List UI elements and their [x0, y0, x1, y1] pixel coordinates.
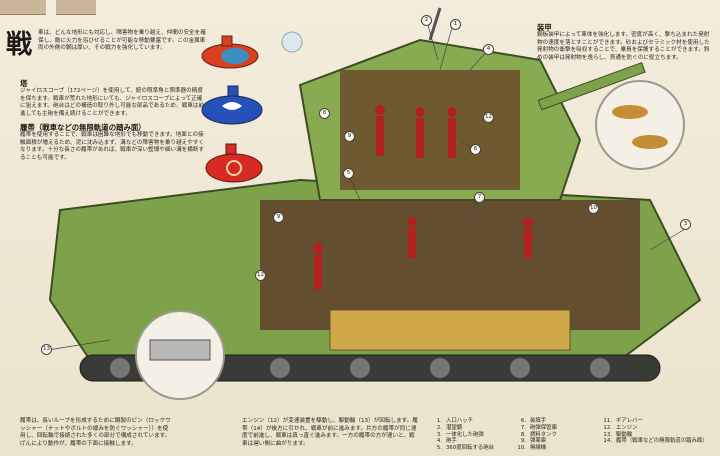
legend-item: 5.360度回転する砲台 — [436, 445, 495, 452]
callout-9: 9 — [344, 131, 355, 142]
submarine-illustration-1 — [201, 31, 303, 69]
legend-item: 6.装填手 — [520, 418, 547, 424]
callout-13: 13 — [41, 344, 52, 355]
callout-4: 4 — [483, 44, 494, 55]
callout-3: 3 — [680, 219, 691, 230]
callout-10: 10 — [588, 203, 599, 214]
crawler-heading: 履帯（戦車などの無限軌道の踏み面） — [20, 123, 146, 132]
legend-item: 12.エンジン — [603, 424, 638, 431]
callout-2: 2 — [421, 15, 432, 26]
callout-8: 8 — [319, 108, 330, 119]
callout-12b: 12 — [255, 270, 266, 281]
legend-item: 9.弾薬庫 — [520, 438, 547, 445]
top-ornament-left — [0, 0, 46, 15]
callout-7: 7 — [474, 192, 485, 203]
title-kanji: 戦 — [6, 30, 33, 60]
submarine-illustration-3 — [205, 143, 263, 183]
legend-item: 2.潜望鏡 — [436, 424, 463, 431]
crawler-text: 履帯を使用することで、戦車は困難な地形でも移動できます。地面との接触面積が増える… — [20, 132, 205, 161]
armor-text: 鋼板装甲によって車体を強化します。密度が高く、撃ち込まれた発射物の速度を落とすこ… — [537, 32, 710, 61]
detail-inset-shells — [595, 80, 685, 170]
bottom-text-left: 履帯は、長いループを形成するために鋼製のピン（ロックワッシャー（ナットやボルトの… — [20, 418, 171, 447]
legend-item: 3.一体化した砲弾 — [436, 431, 484, 438]
bottom-text-mid: エンジン（12）が変速装置を駆動し、駆動輪（13）が回転します。履帯（14）が後… — [242, 418, 418, 447]
legend-item: 7.砲弾保管庫 — [520, 424, 557, 431]
legend-column-3: 11.ギアレバー 12.エンジン 13.駆動輪 14.履帯（戦車などの無限軌道の… — [602, 418, 708, 445]
callout-6: 6 — [470, 144, 481, 155]
crew-figures — [313, 105, 533, 290]
callout-9b: 9 — [273, 212, 284, 223]
intro-text: 車は、どんな地形にも対応し、障害物を乗り越え、仲間の安全を確保し、敵に火力を浴び… — [38, 30, 206, 52]
turret-text: ジャイロスコープ（172ページ）を使用して、銃の照準角と照準器の精度を保ちます。… — [20, 88, 204, 117]
tank-body — [48, 7, 702, 361]
turret-heading: 塔 — [20, 79, 28, 88]
legend-column-2: 6.装填手 7.砲弾保管庫 8.燃料タンク 9.弾薬庫 10.無線機 — [516, 418, 557, 452]
legend-item: 14.履帯（戦車などの無限軌道の踏み面） — [603, 438, 708, 445]
armor-heading: 装甲 — [537, 23, 552, 32]
detail-inset-tracks — [135, 310, 225, 400]
legend-column-1: 1.入口ハッチ 2.潜望鏡 3.一体化した砲弾 4.砲手 5.360度回転する砲… — [432, 418, 494, 452]
callout-5: 5 — [343, 168, 354, 179]
legend-item: 8.燃料タンク — [520, 431, 557, 438]
legend-item: 10.無線機 — [517, 445, 547, 452]
callout-12a: 12 — [483, 112, 494, 123]
tank-track — [79, 354, 661, 382]
callout-1: 1 — [450, 19, 461, 30]
legend-item: 1.入口ハッチ — [436, 418, 473, 424]
submarine-illustration-2 — [201, 85, 263, 125]
top-ornament-right — [56, 0, 96, 15]
legend-item: 11.ギアレバー — [603, 418, 643, 424]
legend-item: 13.駆動輪 — [603, 431, 633, 438]
legend-item: 4.砲手 — [436, 438, 457, 445]
